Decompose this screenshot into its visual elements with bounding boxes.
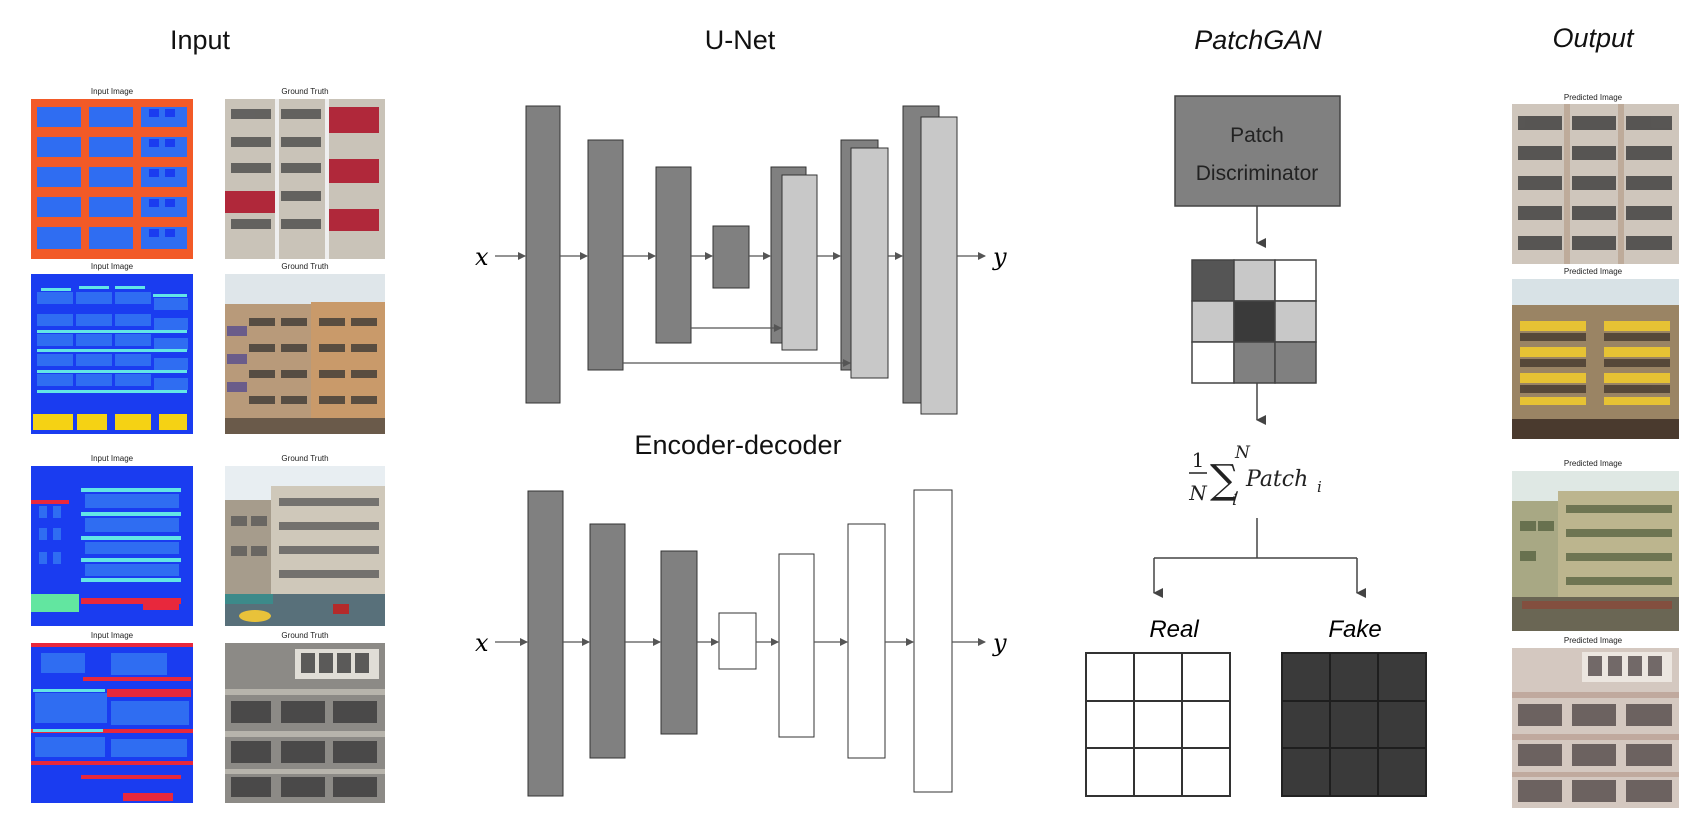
encoder-decoder-diagram: x y	[475, 489, 1007, 797]
unet-encoder-block-1	[525, 105, 561, 404]
patch-discriminator-line2: Discriminator	[1196, 162, 1319, 185]
patch-discriminator-box	[1174, 95, 1341, 207]
real-label: Real	[1149, 616, 1199, 643]
patchgan-heading: PatchGAN	[1194, 25, 1322, 55]
encdec-x-label: x	[475, 629, 489, 657]
fake-label: Fake	[1328, 616, 1381, 643]
average-formula: 1 N ∑ N i Patch i	[1188, 443, 1322, 509]
input-image-caption: Input Image	[90, 87, 134, 96]
unet-bottleneck-block	[712, 225, 750, 289]
ground-truth-photo-3	[225, 466, 385, 626]
input-image-caption: Input Image	[90, 262, 134, 271]
predicted-photo-2	[1512, 279, 1679, 439]
predicted-photo-1	[1512, 104, 1679, 264]
encdec-encoder-block-1	[527, 490, 564, 797]
formula-sum-symbol: ∑	[1210, 457, 1239, 503]
encdec-decoder-block-2	[847, 523, 886, 759]
formula-term: Patch	[1245, 467, 1308, 492]
input-heading: Input	[169, 25, 231, 55]
input-label-map-4	[31, 643, 193, 803]
patchgan-diagram: Patch Discriminator 1 N ∑ N i Patch i Re…	[1085, 95, 1427, 797]
patch-discriminator-line1: Patch	[1230, 124, 1284, 147]
input-image-caption: Input Image	[90, 454, 134, 463]
formula-lower-limit: i	[1232, 490, 1237, 509]
input-label-map-2	[31, 274, 193, 434]
input-label-map-1	[31, 99, 193, 259]
input-label-map-3	[31, 466, 193, 626]
unet-decoder-block-2	[850, 147, 889, 379]
unet-x-label: x	[475, 243, 489, 271]
unet-heading: U-Net	[704, 25, 776, 55]
unet-encoder-block-2	[587, 139, 624, 371]
formula-term-subscript: i	[1317, 478, 1322, 496]
patch-output-grid	[1191, 259, 1317, 384]
real-patch-grid	[1085, 652, 1231, 797]
predicted-photo-3	[1512, 471, 1679, 631]
fake-patch-grid	[1281, 652, 1427, 797]
formula-upper-limit: N	[1234, 443, 1251, 463]
predicted-image-caption: Predicted Image	[1563, 636, 1623, 645]
ground-truth-photo-2	[225, 274, 385, 434]
encdec-encoder-block-2	[589, 523, 626, 759]
encoder-decoder-heading: Encoder-decoder	[634, 430, 842, 460]
output-heading: Output	[1552, 23, 1634, 53]
predicted-photo-4	[1512, 648, 1679, 808]
input-image-caption: Input Image	[90, 631, 134, 640]
ground-truth-caption: Ground Truth	[281, 262, 329, 271]
formula-numerator: 1	[1192, 448, 1205, 472]
predicted-image-caption: Predicted Image	[1563, 459, 1623, 468]
encdec-decoder-block-3	[778, 553, 815, 738]
ground-truth-caption: Ground Truth	[281, 631, 329, 640]
predicted-image-caption: Predicted Image	[1563, 267, 1623, 276]
ground-truth-caption: Ground Truth	[281, 454, 329, 463]
ground-truth-photo-1	[225, 99, 385, 259]
predicted-image-caption: Predicted Image	[1563, 93, 1623, 102]
encdec-y-label: y	[992, 629, 1007, 657]
formula-denominator: N	[1188, 481, 1208, 505]
encdec-bottleneck-block	[718, 612, 757, 670]
unet-y-label: y	[992, 243, 1007, 271]
unet-diagram: x y	[475, 105, 1007, 415]
ground-truth-caption: Ground Truth	[281, 87, 329, 96]
encdec-encoder-block-3	[660, 550, 698, 735]
encdec-decoder-block-1	[913, 489, 953, 793]
unet-decoder-block-1	[920, 116, 958, 415]
unet-encoder-block-3	[655, 166, 692, 344]
ground-truth-photo-4	[225, 643, 385, 803]
unet-decoder-block-3	[781, 174, 818, 351]
